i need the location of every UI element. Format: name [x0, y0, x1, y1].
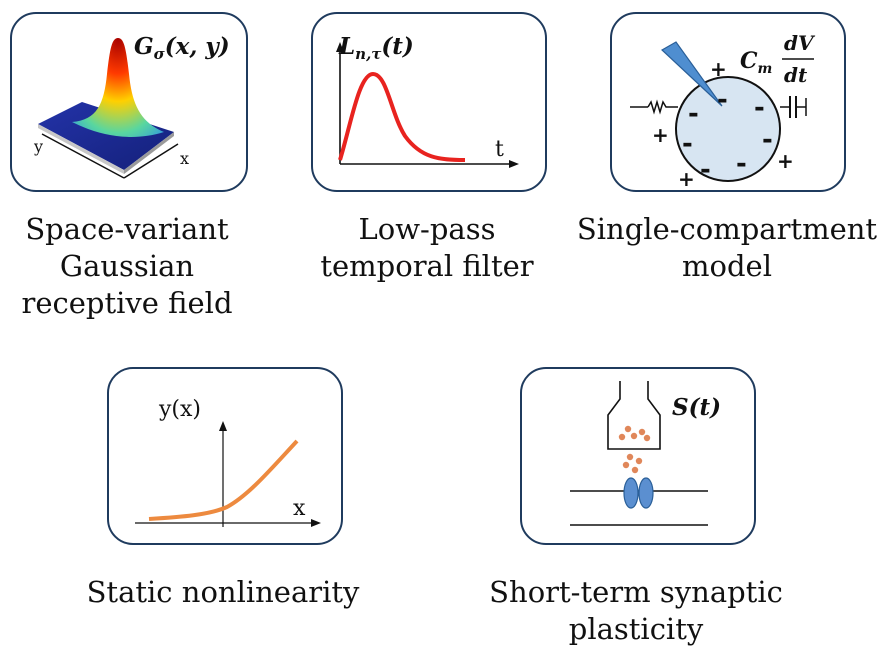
vesicle	[624, 425, 632, 433]
cell-minus-sign: -	[682, 129, 693, 159]
compartment-caption-line-1: Single-compartment	[576, 212, 878, 246]
gaussian-illustration: y x Gσ(x, y)	[33, 33, 230, 179]
gaussian-base-plate	[38, 102, 174, 170]
gaussian-caption-line-1: Space-variant	[25, 212, 229, 246]
cell-minus-sign: -	[754, 93, 765, 123]
cell-minus-sign: -	[700, 155, 711, 185]
cell-plus-sign: +	[678, 167, 695, 190]
vesicle	[622, 461, 630, 469]
lowpass-y-arrow	[336, 42, 344, 52]
cell-plus-sign: +	[652, 123, 669, 147]
lowpass-caption-line-1: Low-pass	[358, 212, 496, 246]
lowpass-caption-line-2: temporal filter	[320, 249, 534, 283]
receptor-icon	[623, 477, 639, 509]
vesicles	[618, 425, 651, 474]
nonlinearity-x-arrow	[311, 519, 321, 527]
receptor-icon	[638, 477, 654, 509]
electrode-icon	[660, 41, 723, 107]
cell-minus-sign: -	[717, 85, 728, 115]
compartment-formula-c: Cm	[740, 48, 772, 77]
compartment-illustration: - - - - - - - + + + + Cm dV dt	[630, 31, 816, 190]
gaussian-axis-x-label: x	[180, 149, 189, 168]
synaptic-caption-line-1: Short-term synaptic	[489, 575, 783, 609]
gaussian-axis-y-label: y	[33, 137, 43, 156]
gaussian-x-axis	[123, 143, 179, 179]
nonlinearity-panel: y(x) x	[107, 367, 343, 545]
cell-plus-sign: +	[710, 57, 727, 81]
gaussian-y-axis	[41, 133, 125, 179]
lowpass-x-arrow	[509, 160, 519, 168]
nonlinearity-caption: Static nonlinearity	[68, 574, 378, 611]
compartment-caption: Single-compartment model	[574, 211, 880, 285]
nonlinearity-axis-x-label: x	[293, 496, 306, 521]
nonlinearity-illustration: y(x) x	[135, 397, 321, 527]
gaussian-bump	[72, 38, 164, 137]
cell-minus-sign: -	[688, 99, 699, 129]
cell-minus-sign: -	[762, 125, 773, 155]
vesicle	[631, 466, 639, 474]
cell-body	[675, 76, 781, 182]
gaussian-caption-line-2: Gaussian	[59, 249, 195, 283]
lowpass-panel: t Ln,τ(t)	[311, 12, 547, 192]
lowpass-illustration: t Ln,τ(t)	[336, 33, 519, 168]
vesicle	[643, 434, 651, 442]
vesicle	[626, 453, 634, 461]
synaptic-formula: S(t)	[672, 394, 721, 421]
lowpass-curve	[338, 71, 466, 162]
gaussian-base-edge	[38, 124, 124, 174]
cell-minus-sign: -	[736, 149, 747, 179]
vesicle	[638, 428, 646, 436]
lowpass-formula: Ln,τ(t)	[338, 33, 414, 63]
vesicle	[618, 433, 626, 441]
nonlinearity-caption-line-1: Static nonlinearity	[86, 575, 360, 609]
gaussian-caption-line-3: receptive field	[21, 286, 233, 320]
gaussian-base-edge-right	[124, 132, 174, 174]
compartment-formula-denominator: dt	[784, 63, 808, 87]
presynaptic-terminal	[607, 381, 661, 450]
synaptic-caption: Short-term synaptic plasticity	[476, 574, 796, 648]
gaussian-caption: Space-variant Gaussian receptive field	[0, 211, 254, 322]
synaptic-panel: S(t)	[520, 367, 756, 545]
gaussian-formula: Gσ(x, y)	[134, 33, 230, 63]
nonlinearity-curve	[148, 439, 299, 521]
vesicle	[635, 457, 643, 465]
gaussian-panel: y x Gσ(x, y)	[10, 12, 248, 192]
lowpass-caption: Low-pass temporal filter	[297, 211, 557, 285]
nonlinearity-y-arrow	[219, 421, 227, 431]
vesicle	[630, 432, 638, 440]
cell-plus-sign: +	[777, 149, 794, 173]
synaptic-illustration: S(t)	[570, 381, 721, 526]
compartment-formula-numerator: dV	[784, 31, 816, 55]
resistor-icon	[647, 99, 678, 115]
synaptic-caption-line-2: plasticity	[568, 612, 704, 646]
nonlinearity-axis-y-label: y(x)	[158, 397, 201, 422]
lowpass-axis-t-label: t	[495, 137, 504, 162]
compartment-panel: - - - - - - - + + + + Cm dV dt	[610, 12, 846, 192]
compartment-caption-line-2: model	[682, 249, 772, 283]
